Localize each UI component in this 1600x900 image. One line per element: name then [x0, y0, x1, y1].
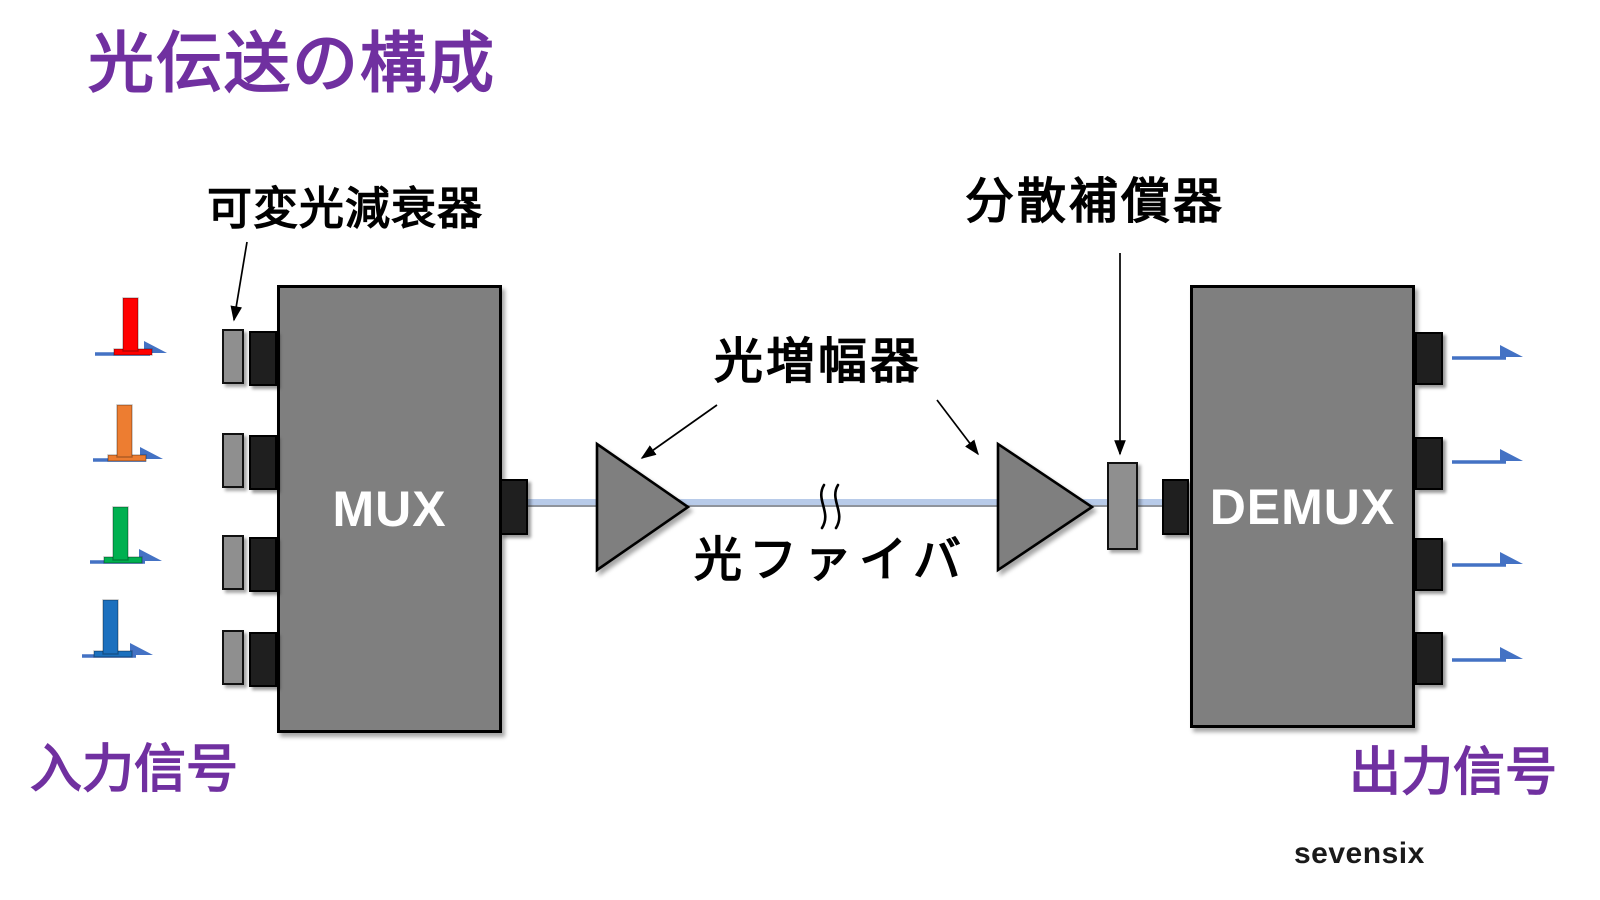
mux-input-port-2	[249, 435, 277, 490]
page-title: 光伝送の構成	[88, 26, 496, 100]
demux-output-port-1	[1415, 332, 1443, 385]
mux-input-port-3	[249, 537, 277, 592]
input-signal-label: 入力信号	[30, 741, 239, 799]
pulse-bar	[116, 404, 133, 458]
signal-arrowhead-icon	[1500, 345, 1523, 357]
pulse-bar	[122, 297, 139, 352]
mux-input-port-1	[249, 331, 277, 386]
attenuator-pointer-arrow	[230, 241, 248, 322]
output-arrows	[1452, 345, 1523, 662]
input-pulse-orange	[93, 404, 163, 462]
amplifier-pointer-arrow-right	[936, 399, 979, 456]
signal-arrowhead-icon	[1500, 449, 1523, 461]
pulse-bar	[102, 599, 119, 655]
demux-block: DEMUX	[1190, 285, 1415, 728]
demux-output-port-2	[1415, 437, 1443, 490]
variable-attenuator-3	[222, 535, 244, 590]
mux-output-connector	[500, 479, 528, 535]
fiber-label: 光ファイバ	[694, 534, 969, 587]
compensator-label: 分散補償器	[965, 175, 1226, 229]
mux-label: MUX	[332, 481, 447, 537]
demux-label: DEMUX	[1209, 478, 1396, 535]
variable-attenuator-4	[222, 630, 244, 685]
input-pulse-green	[90, 506, 162, 564]
mux-block: MUX	[277, 285, 502, 733]
input-pulse-blue	[82, 599, 153, 658]
fiber-break-icon	[820, 483, 841, 530]
pulse-bar	[112, 506, 129, 561]
demux-output-port-3	[1415, 538, 1443, 591]
signal-arrowhead-icon	[139, 549, 162, 561]
signal-arrowhead-icon	[1500, 552, 1523, 564]
optical-amplifier-1	[595, 441, 691, 573]
demux-output-port-4	[1415, 632, 1443, 685]
variable-attenuator-1	[222, 329, 244, 384]
optical-amplifier-2	[996, 441, 1095, 573]
signal-arrowhead-icon	[1500, 647, 1523, 659]
input-pulse-red	[95, 297, 167, 356]
sevensix-logo: sevensix	[1294, 837, 1425, 870]
demux-input-connector	[1162, 479, 1189, 535]
optical-fiber-line	[510, 499, 1182, 507]
amplifier-pointer-arrow-left	[640, 404, 718, 459]
dispersion-compensator	[1107, 462, 1138, 550]
attenuator-label: 可変光減衰器	[207, 183, 484, 234]
signal-arrowhead-icon	[130, 643, 153, 655]
amplifier-label: 光増幅器	[714, 335, 923, 389]
variable-attenuator-2	[222, 433, 244, 488]
mux-input-port-4	[249, 632, 277, 687]
output-signal-label: 出力信号	[1349, 744, 1558, 802]
